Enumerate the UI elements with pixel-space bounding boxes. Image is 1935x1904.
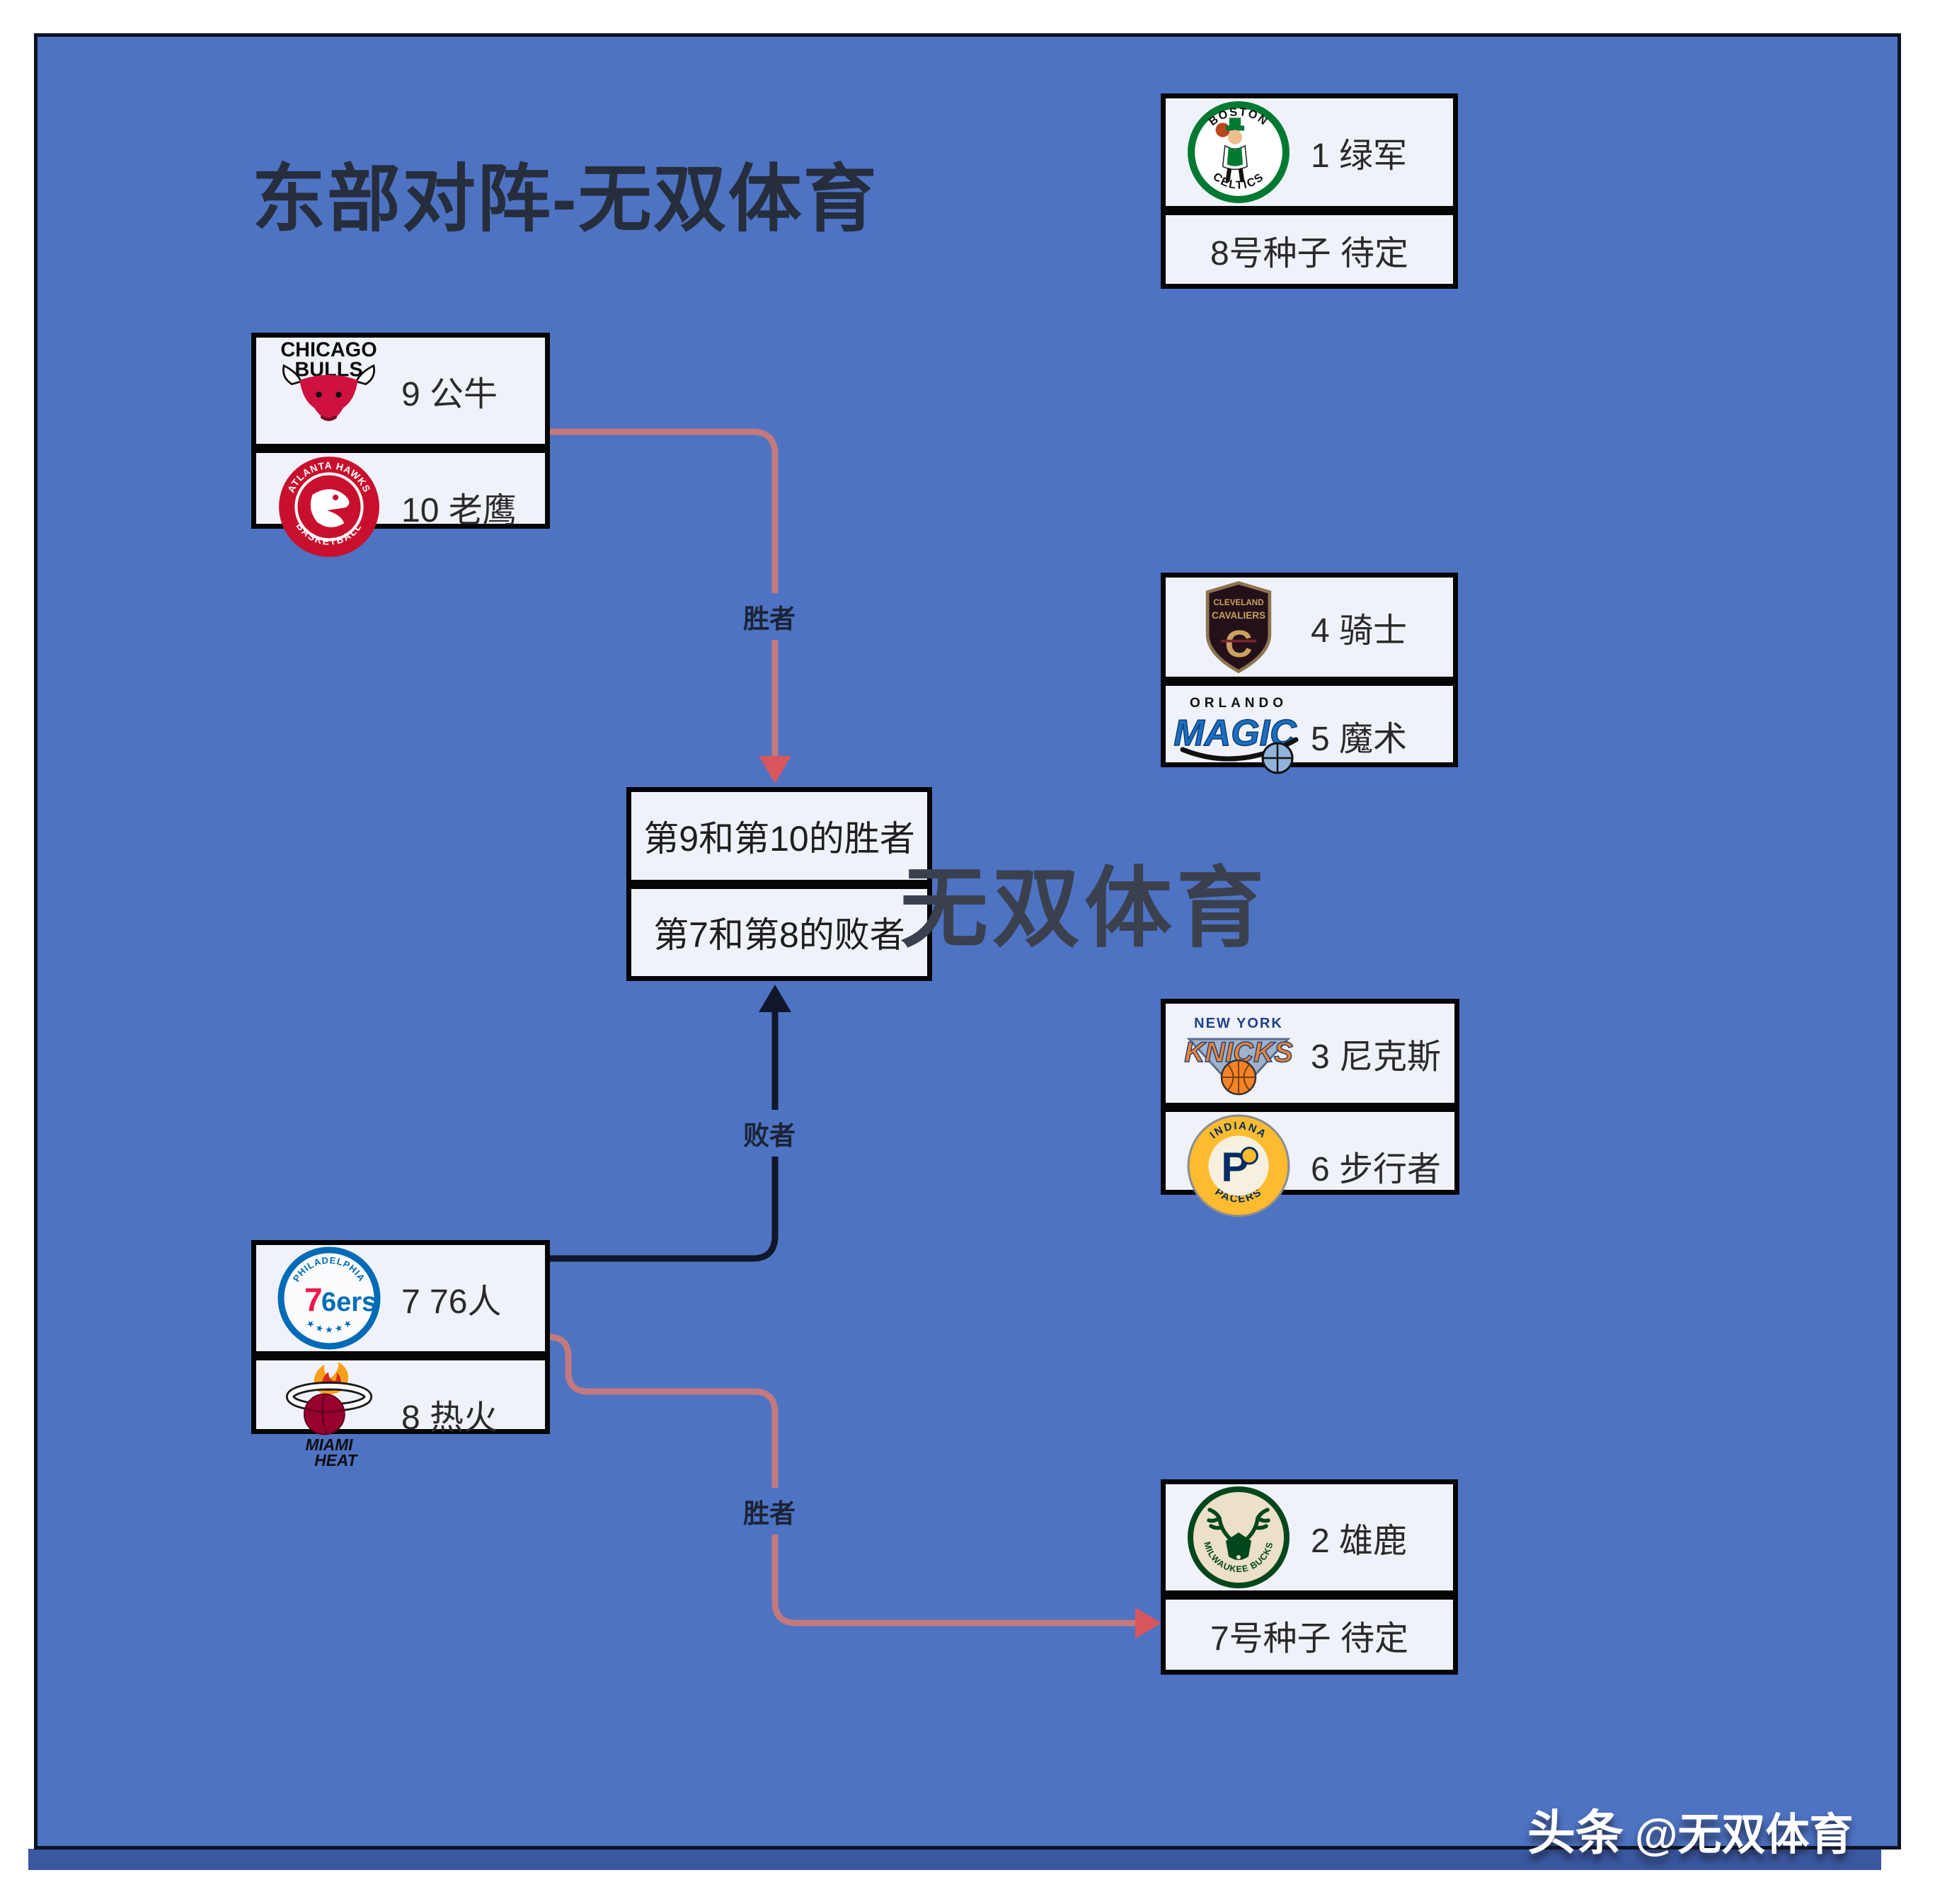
cavaliers-logo: CLEVELAND CAVALIERS C [1166,578,1311,677]
matchup-box-sixers-heat: PHILADELPHIA ★ ★ ★ ★ ★ 7 6ers 7 76人 [251,1240,550,1469]
knicks-wordmark-top: NEW YORK [1194,1016,1283,1031]
canvas-shadow [28,1849,1881,1870]
matchup-box-bulls-hawks: CHICAGO BULLS 9 公牛 A [251,333,550,557]
connector-heat-winner-line [546,1334,1139,1627]
team-row: CLEVELAND CAVALIERS C 4 骑士 [1166,578,1453,677]
cavaliers-wordmark-line1: CLEVELAND [1213,598,1263,607]
team-label: 2 雄鹿 [1311,1522,1408,1560]
tbd-label: 7号种子 待定 [1210,1619,1409,1658]
bucks-logo: MILWAUKEE BUCKS [1166,1484,1311,1590]
page-title: 东部对阵-无双体育 [252,159,878,241]
tbd-label: 8号种子 待定 [1210,234,1409,273]
team-row: ATLANTA HAWKS BASKETBALL 10 老鹰 [256,444,545,561]
magic-wordmark-top: ORLANDO [1189,696,1287,711]
heat-wordmark-line1: MIAMI [305,1435,353,1454]
bulls-logo: CHICAGO BULLS [256,338,401,444]
team-row: MIAMI HEAT 8 热火 [256,1351,545,1469]
cavaliers-wordmark-line2: CAVALIERS [1211,610,1265,621]
team-label: 7 76人 [401,1283,502,1321]
tbd-row: 8号种子 待定 [1166,206,1453,284]
placeholder-label: 第7和第8的败者 [653,915,905,956]
bottom-watermark: 头条@无双体育 [1527,1794,1853,1864]
team-label: 10 老鹰 [401,492,517,529]
team-label: 8 热火 [401,1399,498,1437]
team-row: CHICAGO BULLS 9 公牛 [256,338,545,444]
sixers-numeral-7: 7 [304,1281,323,1318]
toutiao-brand-label: 头条 [1527,1806,1624,1860]
team-label: 4 骑士 [1311,612,1408,650]
placeholder-row: 第9和第10的胜者 [631,792,927,880]
matchup-box-cavs-magic: CLEVELAND CAVALIERS C 4 骑士 ORLANDO MAGIC… [1161,573,1458,774]
team-label: 9 公牛 [401,376,498,413]
connector-bulls-winner-arrowhead-icon [759,756,791,784]
placeholder-label: 第9和第10的胜者 [643,818,915,859]
sixers-logo: PHILADELPHIA ★ ★ ★ ★ ★ 7 6ers [256,1245,401,1351]
connector-sixers-loser-line [546,1002,779,1262]
heat-logo: MIAMI HEAT [256,1360,401,1469]
team-row: NEW YORK KNICKS 3 尼克斯 [1166,1004,1454,1103]
edge-label-winner-top: 胜者 [736,593,803,640]
team-row: PHILADELPHIA ★ ★ ★ ★ ★ 7 6ers 7 76人 [256,1245,545,1351]
heat-wordmark-line2: HEAT [314,1451,358,1469]
author-handle-label: @无双体育 [1635,1811,1854,1859]
edge-label-loser: 败者 [736,1110,803,1157]
connector-bulls-winner-line [546,428,779,767]
team-label: 5 魔术 [1311,721,1408,758]
connector-sixers-loser-arrowhead-icon [759,985,791,1012]
connector-heat-winner-arrowhead-icon [1135,1607,1161,1639]
team-label: 6 步行者 [1311,1151,1442,1188]
matchup-box-knicks-pacers: NEW YORK KNICKS 3 尼克斯 INDIANA [1161,999,1459,1217]
edge-label-winner-bottom: 胜者 [736,1488,803,1535]
team-label: 3 尼克斯 [1311,1038,1442,1076]
team-row: INDIANA PACERS P 6 步行者 [1166,1103,1454,1220]
knicks-logo: NEW YORK KNICKS [1166,1004,1311,1103]
matchup-box-playin-final: 第9和第10的胜者 第7和第8的败者 [626,787,932,981]
sixers-wordmark-6ers: 6ers [321,1288,377,1317]
pacers-logo: INDIANA PACERS P [1166,1112,1311,1220]
placeholder-row: 第7和第8的败者 [631,879,927,977]
magic-logo: ORLANDO MAGIC [1166,686,1311,785]
bulls-wordmark-line1: CHICAGO [280,339,377,362]
cavaliers-letter-c: C [1224,623,1252,665]
tbd-row: 7号种子 待定 [1166,1590,1453,1670]
team-row: BOSTON CELTICS 1 绿军 [1166,98,1453,206]
team-row: ORLANDO MAGIC 5 魔术 [1166,677,1453,785]
matchup-box-celtics-seed8: BOSTON CELTICS 1 绿军 8号种子 待定 [1161,93,1458,289]
matchup-box-bucks-seed7: MILWAUKEE BUCKS 2 雄鹿 7号种子 待定 [1161,1479,1458,1675]
team-label: 1 绿军 [1311,137,1408,175]
center-watermark: 无双体育 [900,860,1269,958]
celtics-logo: BOSTON CELTICS [1166,98,1311,206]
hawks-logo: ATLANTA HAWKS BASKETBALL [256,453,401,561]
team-row: MILWAUKEE BUCKS 2 雄鹿 [1166,1484,1453,1590]
